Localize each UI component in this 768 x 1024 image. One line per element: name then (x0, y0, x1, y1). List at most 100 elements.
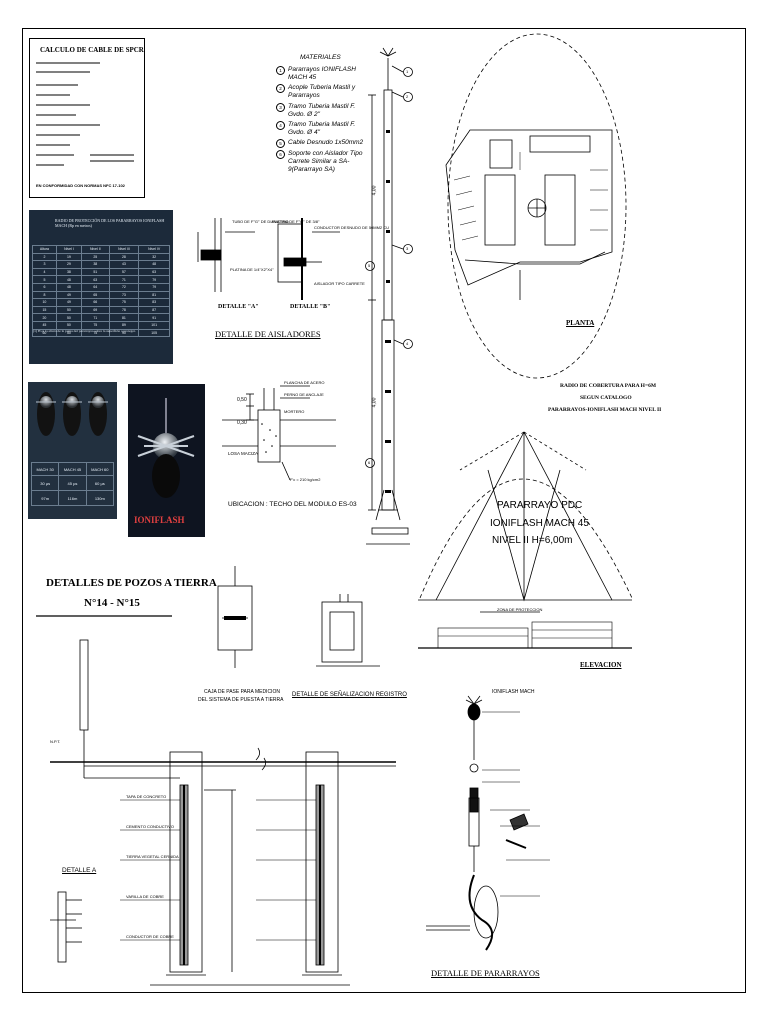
plan-label: PLANTA (566, 319, 595, 327)
mast-dim-upper: 4,00 (371, 185, 378, 196)
header-cell: Altura (32, 245, 57, 254)
model-cell: 97m (30, 490, 60, 506)
model-cell: 60 µs (85, 475, 115, 491)
radius-table-cell: 50 (55, 313, 83, 322)
material-text: Cable Desnudo 1x50mm2 (288, 139, 364, 146)
radius-table-cell: 45 (32, 320, 57, 330)
well-note-5: CONDUCTOR DE COBRE (126, 934, 174, 939)
radius-table-cell: 87 (138, 305, 170, 315)
well-note-3: TIERRA VEGETAL CERNIDA (126, 854, 179, 859)
radius-table-note: (1) H es la altura de la punta del parar… (33, 329, 136, 333)
radius-table-cell: 43 (108, 260, 140, 269)
level-label: N.P.T. (50, 739, 61, 744)
radius-table-cell: 49 (55, 290, 83, 300)
radius-table-cell: 71 (81, 313, 110, 322)
header-cell: Nivel II (81, 245, 110, 254)
material-text: Acople Tuberia Mastil y Pararrayos (288, 84, 356, 100)
ioniflash-brand: IONIFLASH (134, 515, 185, 525)
radius-table-cell: 3 (32, 260, 57, 269)
model-cell: 45 µs (58, 475, 87, 491)
model-cell: 116m (58, 490, 87, 506)
radius-table-cell: 105 (138, 328, 170, 338)
radius-table-cell: 10 (32, 298, 57, 307)
insulator-note-3: PLATINA DE 1/4"X2"X4" (230, 267, 274, 272)
radius-table-cell: 90 (108, 328, 140, 338)
roof-dim-2: 0,30 (237, 420, 247, 426)
model-cell: 30 µs (30, 475, 60, 491)
elevation-label: ELEVACION (580, 661, 622, 669)
radius-table-cell: 78 (108, 305, 140, 315)
radius-table-cell: 38 (81, 260, 110, 269)
material-number: 3 (276, 102, 285, 112)
well-note-2: CEMENTO CONDUCTIVO (126, 824, 174, 829)
radius-table-cell: 32 (138, 252, 170, 262)
radius-table-cell: 8 (32, 290, 57, 300)
plan-radius-note-3: PARARRAYOS-IONIFLASH MACH NIVEL II (548, 407, 662, 413)
radius-table-cell: 69 (81, 305, 110, 315)
roof-label-1: PLANCHA DE ACERO (284, 380, 325, 385)
radius-table: Altura Nivel I Nivel II Nivel III Nivel … (32, 245, 170, 338)
radius-table-header: Altura Nivel I Nivel II Nivel III Nivel … (32, 245, 170, 254)
mast-callout-3: 3 (406, 246, 409, 251)
radius-table-cell: 15 (32, 305, 57, 315)
mast-dim-lower: 4,00 (371, 397, 378, 408)
roof-label-2: PERNO DE ANCLAJE (284, 392, 324, 397)
radius-table-cell: 75 (108, 298, 140, 307)
material-number: 2 (276, 84, 285, 94)
radius-table-cell: 75 (81, 328, 110, 338)
mast-callout-6: 6 (368, 460, 371, 465)
material-number: 6 (276, 150, 285, 159)
insulators-title: DETALLE DE AISLADORES (215, 329, 321, 339)
detail-a-label: DETALLE "A" (218, 304, 259, 310)
radius-table-cell: 57 (108, 267, 140, 277)
model-table: MACH 30 MACH 45 MACH 60 30 µs 45 µs 60 µ… (30, 462, 115, 506)
material-number: 1 (276, 66, 285, 75)
radius-table-cell: 89 (108, 320, 140, 330)
detail-a-title: DETALLE A (62, 867, 97, 874)
terminals-photo: MACH 30 MACH 45 MACH 60 30 µs 45 µs 60 µ… (28, 382, 117, 519)
radius-table-cell: 48 (55, 282, 83, 292)
wells-title-2: N°14 - N°15 (84, 597, 140, 609)
box-label-2: DEL SISTEMA DE PUESTA A TIERRA (198, 697, 284, 703)
mast-callout-4: 4 (406, 341, 409, 346)
radius-table-cell: 73 (108, 290, 140, 300)
radius-table-cell: 75 (81, 320, 110, 330)
radius-table-cell: 63 (81, 275, 110, 284)
calc-formulas (36, 62, 134, 166)
wells-title-1: DETALLES DE POZOS A TIERRA (46, 577, 217, 589)
material-text: Tramo Tuberia Mastil F. Gvdo. Ø 2" (288, 102, 356, 118)
model-cell: MACH 60 (85, 462, 115, 476)
box-label-1: CAJA DE PASE PARA MEDICION (204, 689, 280, 695)
radius-table-cell: 64 (81, 282, 110, 292)
header-cell: Nivel IV (138, 245, 170, 254)
radius-table-cell: 48 (55, 275, 83, 284)
elevation-line-2: IONIFLASH MACH 45 (490, 518, 589, 529)
radius-table-cell: 5 (32, 275, 57, 284)
material-text: Pararrayos IONIFLASH MACH 45 (288, 66, 356, 82)
insulator-note-1: TUBO DE F°G° DE DIAMETRO (232, 219, 289, 224)
calc-box: CALCULO DE CABLE DE SPCR EN CONFORMIDAD … (29, 38, 145, 198)
well-note-4: VARILLA DE COBRE (126, 894, 164, 899)
drawing-sheet (22, 28, 746, 993)
insulator-note-2: PLATINA DE F°G° DE 3/8" (272, 219, 320, 224)
ioniflash-terminal-icon (137, 398, 195, 498)
material-text: Tramo Tuberia Mastil F. Gvdo. Ø 4" (288, 120, 356, 136)
detail-b-label: DETALLE "B" (290, 304, 331, 310)
header-cell: Nivel III (108, 245, 140, 254)
material-number: 5 (276, 139, 285, 148)
plan-radius-note-2: SEGUN CATALOGO (580, 395, 632, 401)
roof-title: UBICACION : TECHO DEL MODULO ES-03 (228, 501, 357, 508)
